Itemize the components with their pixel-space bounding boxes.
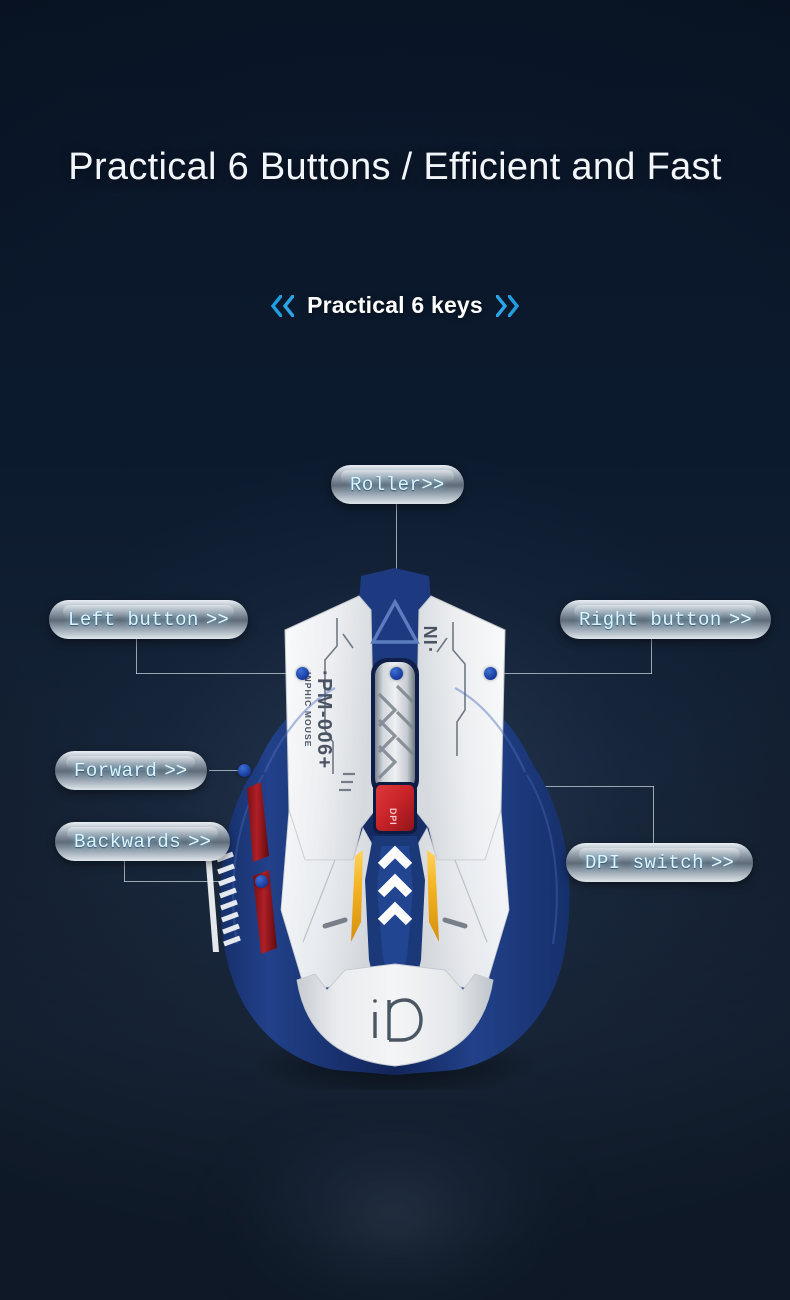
leader-line-left-button-h — [136, 673, 303, 675]
side-button-backwards — [253, 870, 277, 954]
side-button-forward — [247, 782, 269, 862]
leader-line-forward — [209, 770, 244, 772]
dpi-button — [376, 785, 414, 831]
scroll-wheel-ridges — [377, 684, 415, 780]
product-model-text: ·PM-006+ — [313, 670, 335, 770]
subheading-text: Practical 6 keys — [307, 292, 483, 318]
left-button-line-art — [324, 618, 354, 774]
leader-line-backwards-v — [124, 861, 126, 882]
palm-rest-seams — [302, 859, 488, 943]
chevron-double-right-icon — [495, 294, 519, 317]
chevron-double-left-icon — [271, 294, 295, 317]
callout-backwards[interactable]: Backwards >> — [54, 821, 231, 862]
callout-roller[interactable]: Roller >> — [330, 464, 464, 505]
side-hash-decal — [205, 851, 241, 952]
callout-dpi-switch-chevron: >> — [711, 851, 734, 874]
product-brand-text: INPHIC MOUSE — [303, 672, 313, 748]
subheading-row: Practical 6 keys — [0, 292, 790, 319]
callout-right-button-label: Right button — [579, 608, 722, 631]
palm-vent-marks — [322, 917, 468, 929]
callout-left-button-label: Left button — [68, 608, 199, 631]
callout-forward[interactable]: Forward >> — [54, 750, 207, 791]
callout-backwards-chevron: >> — [188, 830, 211, 853]
connector-dot-roller — [390, 667, 403, 680]
inphic-logo — [373, 998, 423, 1042]
leader-line-right-button-v — [651, 639, 653, 674]
callout-left-button[interactable]: Left button >> — [48, 599, 248, 640]
spine-chevron-icons — [377, 845, 413, 926]
callout-dpi-switch[interactable]: DPI switch >> — [565, 842, 754, 883]
mouse-palm-rest — [296, 963, 494, 1067]
connector-dot-backwards — [255, 875, 268, 888]
callout-forward-label: Forward — [74, 759, 158, 782]
leader-line-right-button-h — [491, 673, 652, 675]
callout-forward-chevron: >> — [164, 759, 188, 782]
callout-right-button-chevron: >> — [728, 608, 752, 631]
leader-line-backwards-h — [124, 881, 261, 883]
dpi-button-label: DPI — [388, 808, 398, 825]
leader-line-dpi-v — [653, 786, 655, 844]
connector-dot-right-button — [484, 667, 497, 680]
callout-dpi-switch-label: DPI switch — [585, 851, 705, 874]
leader-line-left-button-v — [136, 639, 138, 674]
right-button-line-art — [436, 622, 466, 756]
connector-dot-forward — [238, 764, 251, 777]
gaming-mouse-illustration: ·PM-006+ INPHIC MOUSE ·IN — [185, 560, 605, 1090]
callout-roller-label: Roller — [350, 473, 422, 496]
callout-left-button-chevron: >> — [205, 608, 229, 631]
page-title: Practical 6 Buttons / Efficient and Fast — [68, 146, 722, 188]
accent-stripe-right — [427, 850, 439, 942]
scroll-wheel — [375, 662, 415, 792]
accent-stripe-left — [351, 850, 363, 942]
wheel-triangle-icon — [370, 598, 420, 644]
callout-right-button[interactable]: Right button >> — [559, 599, 771, 640]
callout-roller-chevron: >> — [421, 473, 445, 496]
connector-dot-left-button — [296, 667, 309, 680]
left-button-hash-marks — [339, 772, 355, 792]
product-right-text: ·IN — [421, 624, 441, 652]
callout-backwards-label: Backwards — [74, 830, 182, 853]
